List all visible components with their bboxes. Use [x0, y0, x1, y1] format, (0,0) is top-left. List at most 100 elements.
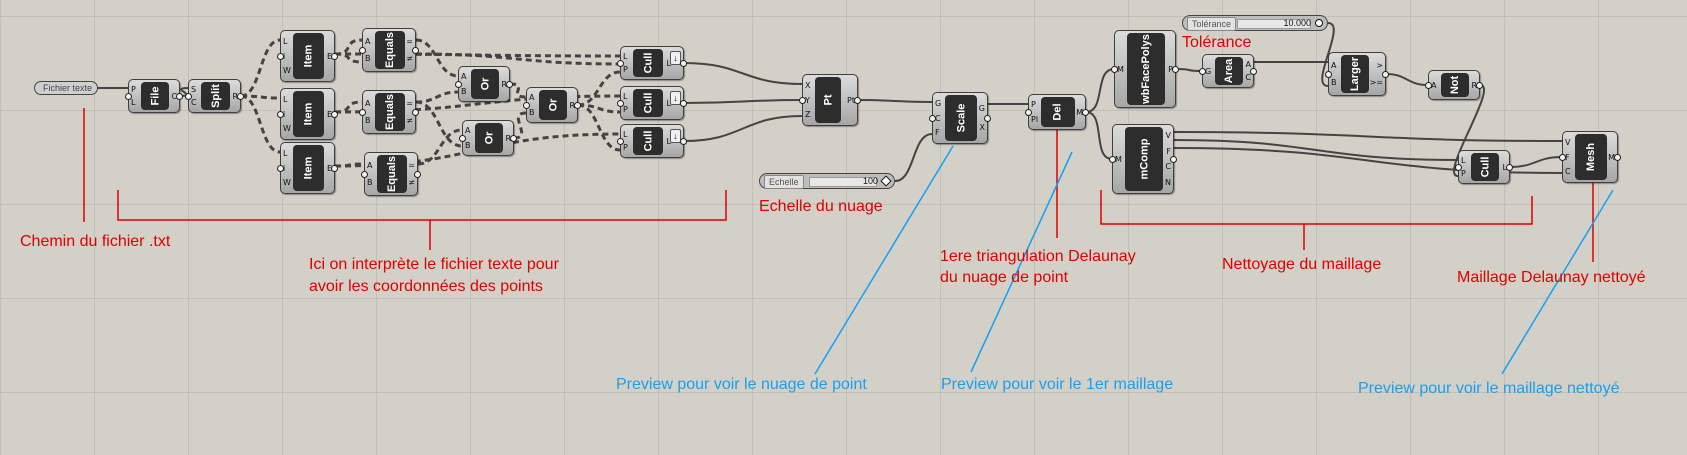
area-input-0[interactable]: G	[1205, 66, 1212, 76]
mcomp-output-1[interactable]: F	[1166, 146, 1171, 156]
or2-output-0[interactable]: R	[569, 100, 575, 110]
area-input-handle[interactable]	[1199, 68, 1206, 75]
item2-input-0[interactable]: L	[283, 94, 288, 104]
equals3-input-handle[interactable]	[361, 171, 368, 178]
cull3-output-handle[interactable]	[680, 138, 687, 145]
not-output-handle[interactable]	[1476, 82, 1483, 89]
equals3-input-1[interactable]: B	[367, 178, 373, 187]
mcomp-input-handle[interactable]	[1109, 156, 1116, 163]
cull2-input-0[interactable]: L	[623, 91, 628, 101]
or2-output-handle[interactable]	[574, 102, 581, 109]
split-input-0[interactable]: S	[191, 84, 197, 94]
or1-output-0[interactable]: R	[501, 79, 507, 89]
area-output-1[interactable]: C	[1245, 73, 1251, 83]
mesh-input-2[interactable]: C	[1565, 167, 1571, 177]
cull3-flatten-arrow-icon[interactable]: ↓	[670, 129, 681, 143]
item2-output-0[interactable]: E	[326, 109, 332, 119]
or3-input-handle[interactable]	[459, 135, 466, 142]
cull4-input-1[interactable]: P	[1461, 169, 1466, 179]
cull3-output-0[interactable]: L	[666, 136, 671, 146]
equals2-output-0[interactable]: =	[406, 99, 413, 108]
item2-input-handle[interactable]	[277, 111, 284, 118]
not-output-0[interactable]: R	[1471, 80, 1477, 90]
item3-output-0[interactable]: E	[326, 163, 332, 173]
tolerance-slider-grip-icon[interactable]	[1315, 19, 1323, 27]
wbfacepolys-output-0[interactable]: P	[1168, 64, 1173, 74]
mesh-output-0[interactable]: M	[1608, 152, 1615, 162]
split-input-1[interactable]: C	[191, 98, 197, 108]
file-output-handle[interactable]	[176, 93, 183, 100]
cull4-input-handle[interactable]	[1455, 164, 1462, 171]
file-input-1[interactable]: L	[131, 98, 136, 108]
equals3-input-0[interactable]: A	[367, 161, 373, 170]
item1-input-0[interactable]: L	[283, 36, 288, 46]
not-input-0[interactable]: A	[1431, 80, 1437, 90]
scale-input-handle[interactable]	[929, 115, 936, 122]
equals3-output-handle[interactable]	[414, 171, 421, 178]
echelle-slider-grip-icon[interactable]	[880, 175, 892, 187]
not-input-handle[interactable]	[1425, 82, 1432, 89]
item2-input-2[interactable]: W	[283, 124, 291, 134]
equals1-input-handle[interactable]	[359, 47, 366, 54]
mesh-input-1[interactable]: F	[1565, 152, 1570, 162]
or3-input-1[interactable]: B	[465, 140, 471, 150]
larger-input-handle[interactable]	[1325, 71, 1332, 78]
equals2-input-0[interactable]: A	[365, 99, 371, 108]
pt-output-handle[interactable]	[854, 97, 861, 104]
pt-input-handle[interactable]	[799, 97, 806, 104]
or2-input-handle[interactable]	[523, 102, 530, 109]
equals1-output-1[interactable]: ≠	[406, 54, 413, 63]
item3-output-handle[interactable]	[331, 165, 338, 172]
equals2-output-1[interactable]: ≠	[406, 116, 413, 125]
pt-input-0[interactable]: X	[805, 80, 811, 90]
cull1-input-handle[interactable]	[617, 60, 624, 67]
mcomp-output-2[interactable]: C	[1165, 162, 1171, 172]
scale-output-0[interactable]: G	[978, 103, 985, 113]
cull1-input-1[interactable]: P	[623, 65, 628, 75]
del-input-handle[interactable]	[1025, 109, 1032, 116]
tolerance-slider[interactable]: Tolérance 10.000	[1182, 15, 1328, 31]
larger-input-0[interactable]: A	[1331, 61, 1337, 70]
scale-output-1[interactable]: X	[979, 123, 985, 133]
wbfacepolys-input-0[interactable]: M	[1117, 64, 1124, 74]
cull3-input-handle[interactable]	[617, 138, 624, 145]
file-output-0[interactable]: C	[171, 91, 177, 101]
equals2-output-handle[interactable]	[412, 109, 419, 116]
item3-input-1[interactable]: i	[283, 163, 286, 173]
scale-output-handle[interactable]	[984, 115, 991, 122]
equals2-input-1[interactable]: B	[365, 116, 371, 125]
split-input-handle[interactable]	[185, 93, 192, 100]
or1-input-handle[interactable]	[455, 81, 462, 88]
cull4-output-0[interactable]: L	[1502, 162, 1507, 172]
echelle-slider-track[interactable]	[809, 177, 877, 187]
wbfacepolys-input-handle[interactable]	[1111, 66, 1118, 73]
cull1-output-handle[interactable]	[680, 60, 687, 67]
or3-output-handle[interactable]	[510, 135, 517, 142]
equals1-output-handle[interactable]	[412, 47, 419, 54]
cull1-output-0[interactable]: L	[666, 58, 671, 68]
pt-input-1[interactable]: Y	[805, 95, 810, 105]
or3-input-0[interactable]: A	[465, 126, 471, 136]
or3-output-0[interactable]: R	[505, 133, 511, 143]
mcomp-output-handle[interactable]	[1170, 156, 1177, 163]
echelle-slider[interactable]: Echelle 100	[759, 173, 895, 189]
del-input-1[interactable]: Pl	[1031, 114, 1039, 124]
equals1-input-1[interactable]: B	[365, 54, 371, 63]
pt-input-2[interactable]: Z	[805, 110, 811, 120]
item2-output-handle[interactable]	[331, 111, 338, 118]
or1-output-handle[interactable]	[506, 81, 513, 88]
